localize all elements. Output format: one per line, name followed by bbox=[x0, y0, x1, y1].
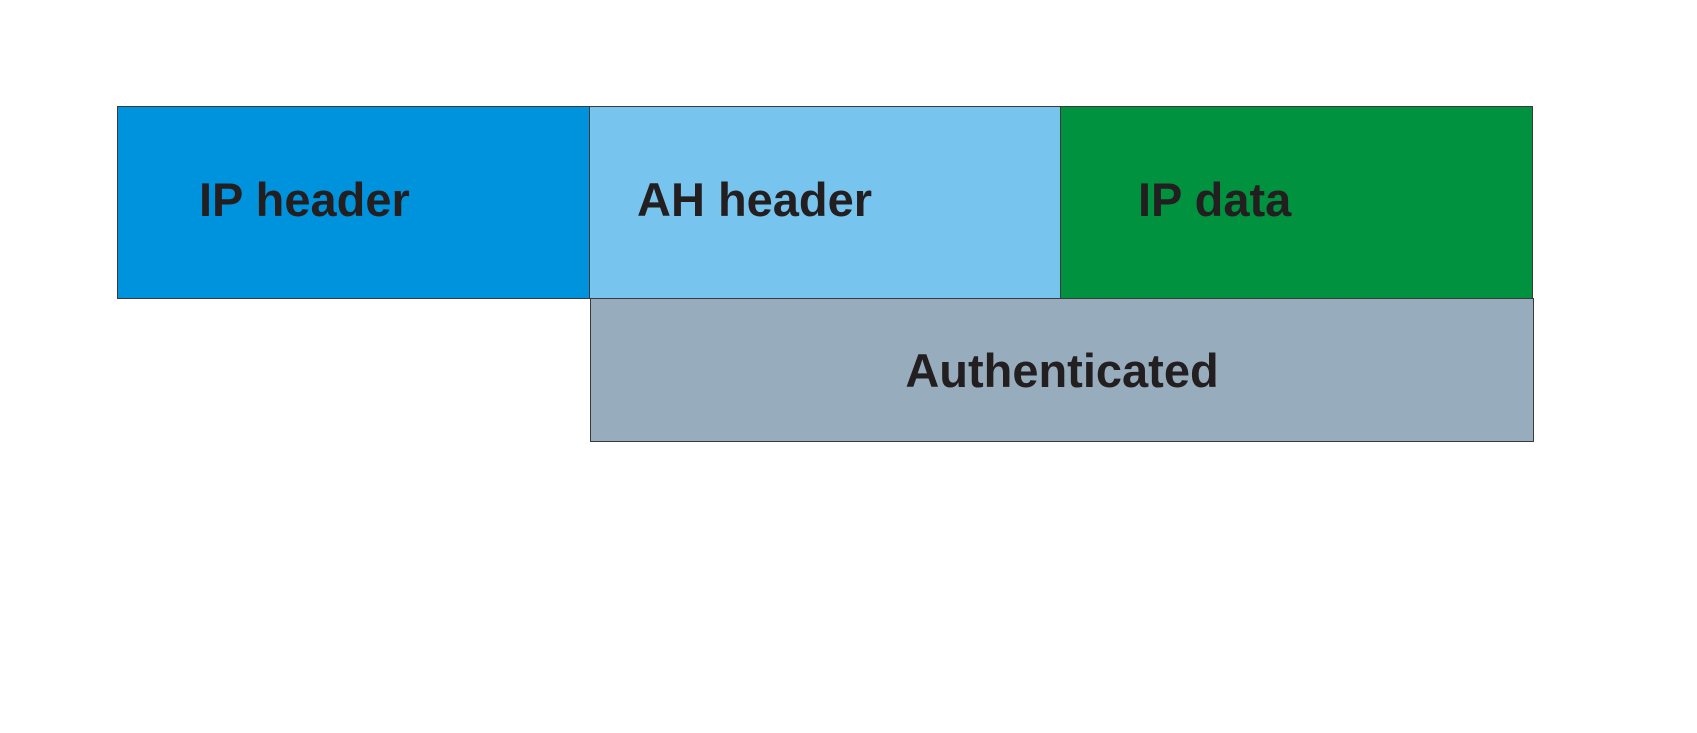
authenticated-label: Authenticated bbox=[905, 344, 1219, 397]
ah-header-block: AH header bbox=[589, 106, 1061, 299]
ip-header-label: IP header bbox=[199, 173, 410, 226]
ip-data-block: IP data bbox=[1060, 106, 1533, 299]
ip-header-block: IP header bbox=[117, 106, 590, 299]
ip-data-label: IP data bbox=[1138, 173, 1292, 226]
authenticated-region: Authenticated bbox=[590, 298, 1534, 442]
ah-header-label: AH header bbox=[637, 173, 873, 226]
